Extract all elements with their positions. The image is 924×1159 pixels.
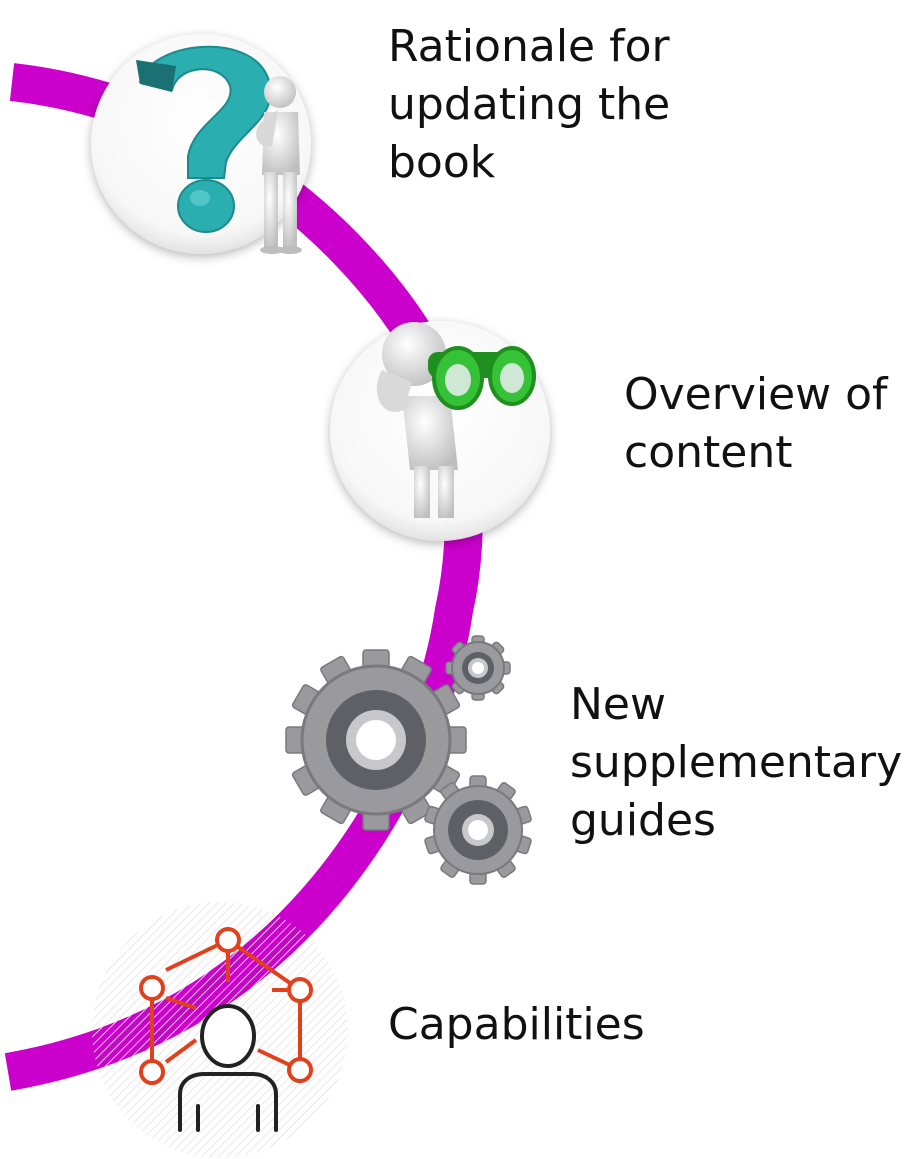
step-1-label: Rationale for updating the book (388, 21, 671, 188)
gears-icon (285, 635, 532, 885)
step-2-icon (330, 321, 550, 541)
step-4-label: Capabilities (388, 999, 645, 1050)
step-1-icon (91, 34, 311, 254)
question-thinker-icon (136, 45, 302, 254)
step-3-label: New supplementary guides (570, 679, 903, 846)
network-person-icon (139, 927, 313, 1085)
step-2-label: Overview of content (624, 369, 888, 478)
step-4-icon (92, 902, 348, 1158)
step-3-icon (285, 635, 532, 885)
binoculars-person-icon (376, 322, 536, 518)
